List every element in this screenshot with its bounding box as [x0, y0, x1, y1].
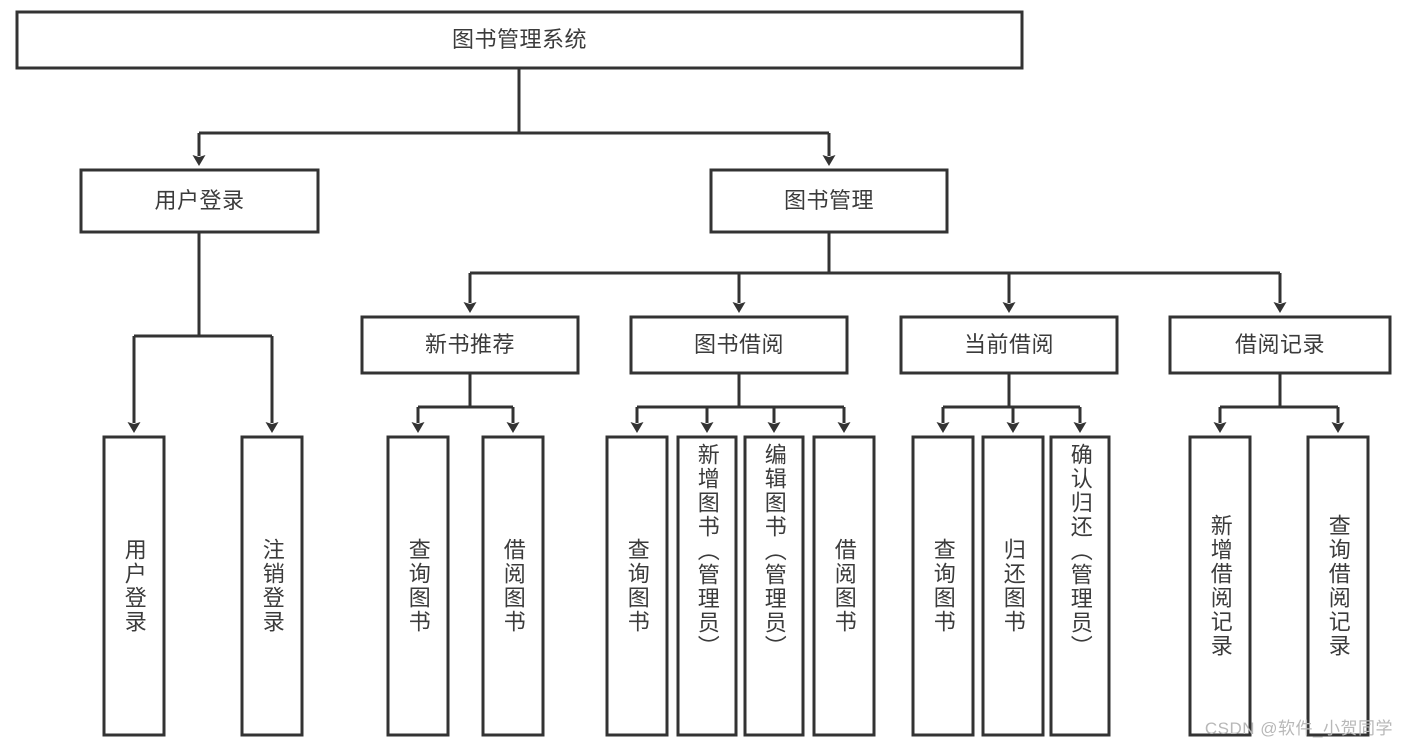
node-book-borrow-box[interactable]	[629, 315, 849, 375]
leaf-query-book-borrow-box[interactable]	[605, 435, 669, 737]
leaf-borrow-book-box[interactable]	[812, 435, 876, 737]
leaf-query-book-current-box[interactable]	[911, 435, 975, 737]
leaf-return-book-box[interactable]	[981, 435, 1045, 737]
node-root-box[interactable]	[15, 10, 1024, 70]
csdn-watermark: CSDN @软件_小贺同学	[1204, 719, 1393, 738]
leaf-borrow-book-rec-box[interactable]	[481, 435, 545, 737]
node-borrow-records-box[interactable]	[1168, 315, 1392, 375]
leaf-user-login-box[interactable]	[102, 435, 166, 737]
leaf-add-borrow-record-box[interactable]	[1188, 435, 1252, 737]
leaf-confirm-return-admin-box[interactable]	[1049, 435, 1111, 737]
leaf-query-book-rec-box[interactable]	[386, 435, 450, 737]
leaf-logout-login-box[interactable]	[240, 435, 304, 737]
node-new-book-recommend-box[interactable]	[360, 315, 580, 375]
node-user-login-box[interactable]	[79, 168, 320, 234]
node-current-borrow-box[interactable]	[899, 315, 1119, 375]
leaf-edit-book-admin-box[interactable]	[743, 435, 805, 737]
leaf-query-borrow-record-box[interactable]	[1306, 435, 1370, 737]
leaf-add-book-admin-box[interactable]	[676, 435, 738, 737]
node-book-management-box[interactable]	[709, 168, 949, 234]
